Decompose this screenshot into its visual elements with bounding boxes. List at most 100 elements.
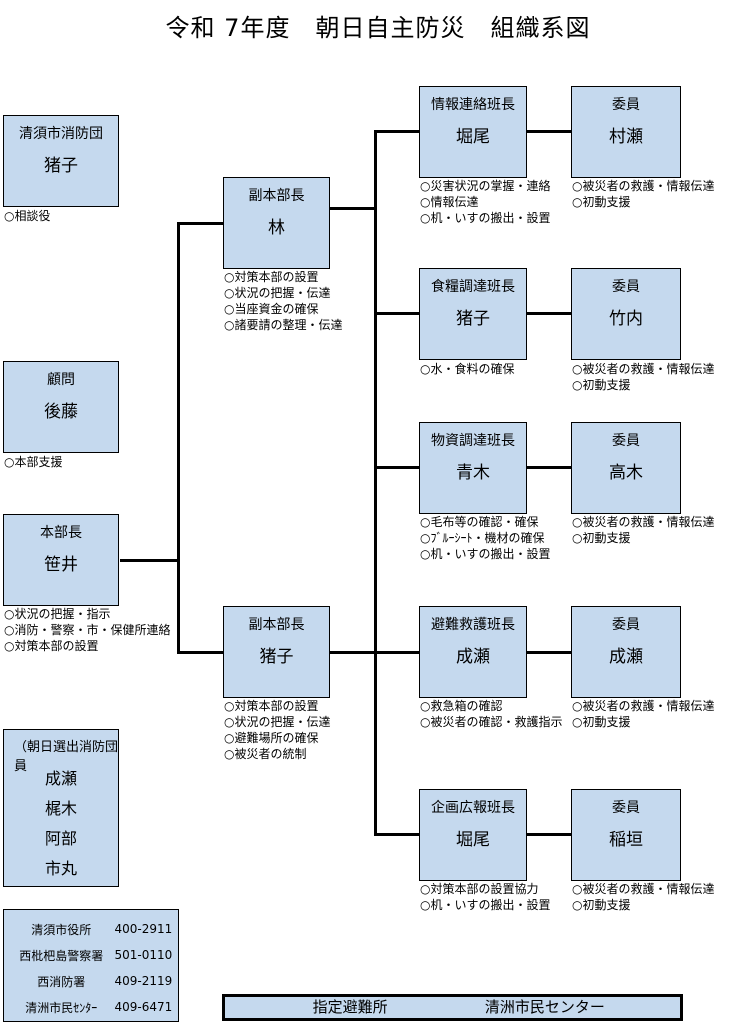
note-item: ○机・いすの搬出・設置 — [420, 898, 551, 912]
fire-members-heading: （朝日選出消防団員 — [14, 740, 119, 774]
connector-member-5 — [526, 833, 572, 836]
contact-row: 清洲市民ｾﾝﾀｰ 409-6471 — [8, 994, 178, 1020]
contact-row: 西消防署 409-2119 — [8, 968, 178, 994]
vice-chief-name: 林 — [268, 218, 285, 238]
note-item: ○本部支援 — [4, 455, 63, 469]
fire-members-box: （朝日選出消防団員 成瀬 梶木 阿部 市丸 — [3, 729, 119, 887]
note-item: ○被災者の救護・情報伝達 — [572, 179, 715, 193]
member-role: 委員 — [612, 800, 640, 816]
squad-role: 避難救護班長 — [431, 617, 515, 633]
vice-chief-notes: ○対策本部の設置 ○状況の把握・伝達 ○避難場所の確保 ○被災者の統制 — [224, 698, 330, 762]
note-item: ○ﾌﾞﾙｰｼｰﾄ・機材の確保 — [420, 531, 545, 545]
vice-chief-role: 副本部長 — [248, 188, 305, 204]
connector-vice-1-out — [330, 207, 377, 210]
chief-box: 本部長 笹井 — [3, 514, 119, 606]
squad-notes: ○救急箱の確認 ○被災者の確認・救護指示 — [420, 698, 562, 730]
connector-to-vice-1 — [177, 222, 224, 225]
connector-squad-1 — [374, 130, 420, 133]
member-name: 村瀬 — [609, 127, 643, 147]
squad-notes: ○毛布等の確認・確保 ○ﾌﾞﾙｰｼｰﾄ・機材の確保 ○机・いすの搬出・設置 — [420, 514, 550, 562]
squad-role: 情報連絡班長 — [431, 97, 515, 113]
note-item: ○水・食料の確保 — [420, 362, 515, 376]
member-notes: ○被災者の救護・情報伝達 ○初動支援 — [572, 178, 714, 210]
note-item: ○状況の把握・伝達 — [224, 286, 331, 300]
advisor-box-fire-corps: 清須市消防団 猪子 — [3, 115, 119, 207]
note-item: ○初動支援 — [572, 715, 631, 729]
note-item: ○情報伝達 — [420, 195, 479, 209]
advisor-name: 後藤 — [44, 402, 78, 422]
squad-notes: ○災害状況の掌握・連絡 ○情報伝達 ○机・いすの搬出・設置 — [420, 178, 550, 226]
member-box-5: 委員 稲垣 — [571, 789, 681, 881]
squad-leader-name: 堀尾 — [456, 127, 490, 147]
squad-notes: ○水・食料の確保 — [420, 361, 514, 377]
evacuation-banner: 指定避難所 清洲市民センター — [222, 994, 683, 1021]
member-box-2: 委員 竹内 — [571, 268, 681, 360]
note-item: ○救急箱の確認 — [420, 699, 503, 713]
connector-to-vice-2 — [177, 651, 224, 654]
connector-chief-trunk — [120, 559, 179, 562]
contact-row: 西枇杷島警察署 501-0110 — [8, 942, 178, 968]
evacuation-label: 指定避難所 — [312, 998, 388, 1016]
note-item: ○被災者の救護・情報伝達 — [572, 882, 715, 896]
contact-name: 西消防署 — [37, 974, 86, 989]
contact-phone: 409-6471 — [114, 1000, 173, 1014]
note-item: ○被災者の確認・救護指示 — [420, 715, 563, 729]
contacts-table: 清須市役所 400-2911 西枇杷島警察署 501-0110 西消防署 409… — [8, 916, 178, 1020]
squad-leader-box-1: 情報連絡班長 堀尾 — [419, 86, 527, 178]
page-title: 令和 7年度 朝日自主防災 組織系図 — [165, 14, 591, 42]
squad-leader-box-2: 食糧調達班長 猪子 — [419, 268, 527, 360]
member-name: 稲垣 — [609, 830, 643, 850]
member-role: 委員 — [612, 433, 640, 449]
fire-member-name: 阿部 — [44, 829, 77, 848]
member-name: 竹内 — [609, 309, 643, 329]
fire-members-list: 成瀬 梶木 阿部 市丸 — [4, 764, 118, 884]
note-item: ○災害状況の掌握・連絡 — [420, 179, 551, 193]
chief-notes: ○状況の把握・指示 ○消防・警察・市・保健所連絡 ○対策本部の設置 — [4, 606, 170, 654]
vice-chief-box-2: 副本部長 猪子 — [223, 606, 330, 698]
contacts-box: 清須市役所 400-2911 西枇杷島警察署 501-0110 西消防署 409… — [3, 909, 179, 1022]
squad-leader-box-3: 物資調達班長 青木 — [419, 422, 527, 514]
connector-member-1 — [526, 130, 572, 133]
squad-leader-name: 成瀬 — [456, 647, 490, 667]
note-item: ○消防・警察・市・保健所連絡 — [4, 623, 171, 637]
note-item: ○当座資金の確保 — [224, 302, 319, 316]
note-item: ○毛布等の確認・確保 — [420, 515, 539, 529]
chief-role: 本部長 — [40, 525, 82, 541]
note-item: ○被災者の統制 — [224, 747, 307, 761]
contact-phone: 409-2119 — [114, 974, 173, 988]
connector-squad-4 — [374, 651, 420, 654]
note-item: ○相談役 — [4, 209, 51, 223]
member-notes: ○被災者の救護・情報伝達 ○初動支援 — [572, 881, 714, 913]
note-item: ○避難場所の確保 — [224, 731, 319, 745]
advisor-notes: ○本部支援 — [4, 454, 62, 470]
note-item: ○被災者の救護・情報伝達 — [572, 362, 715, 376]
note-item: ○机・いすの搬出・設置 — [420, 211, 551, 225]
connector-squad-2 — [374, 312, 420, 315]
vice-chief-name: 猪子 — [259, 647, 294, 667]
note-item: ○初動支援 — [572, 378, 631, 392]
contact-phone: 501-0110 — [114, 948, 173, 962]
connector-vice-2-out — [330, 651, 377, 654]
vice-chief-role: 副本部長 — [248, 617, 305, 633]
squad-leader-box-4: 避難救護班長 成瀬 — [419, 606, 527, 698]
chief-name: 笹井 — [44, 555, 78, 575]
member-role: 委員 — [612, 279, 640, 295]
vice-chief-box-1: 副本部長 林 — [223, 177, 330, 269]
member-role: 委員 — [612, 617, 640, 633]
squad-role: 物資調達班長 — [431, 433, 515, 449]
fire-member-name: 梶木 — [44, 799, 77, 818]
fire-member-name: 成瀬 — [44, 769, 77, 788]
member-box-4: 委員 成瀬 — [571, 606, 681, 698]
member-box-1: 委員 村瀬 — [571, 86, 681, 178]
advisor-role: 清須市消防団 — [19, 126, 103, 142]
connector-member-2 — [526, 312, 572, 315]
squad-leader-name: 青木 — [456, 463, 490, 483]
advisor-box-komon: 顧問 後藤 — [3, 361, 119, 453]
squad-notes: ○対策本部の設置協力 ○机・いすの搬出・設置 — [420, 881, 550, 913]
note-item: ○被災者の救護・情報伝達 — [572, 515, 715, 529]
squad-role: 食糧調達班長 — [431, 279, 515, 295]
connector-member-4 — [526, 651, 572, 654]
connector-member-3 — [526, 466, 572, 469]
evacuation-place: 清洲市民センター — [484, 998, 605, 1016]
contact-row: 清須市役所 400-2911 — [8, 916, 178, 942]
